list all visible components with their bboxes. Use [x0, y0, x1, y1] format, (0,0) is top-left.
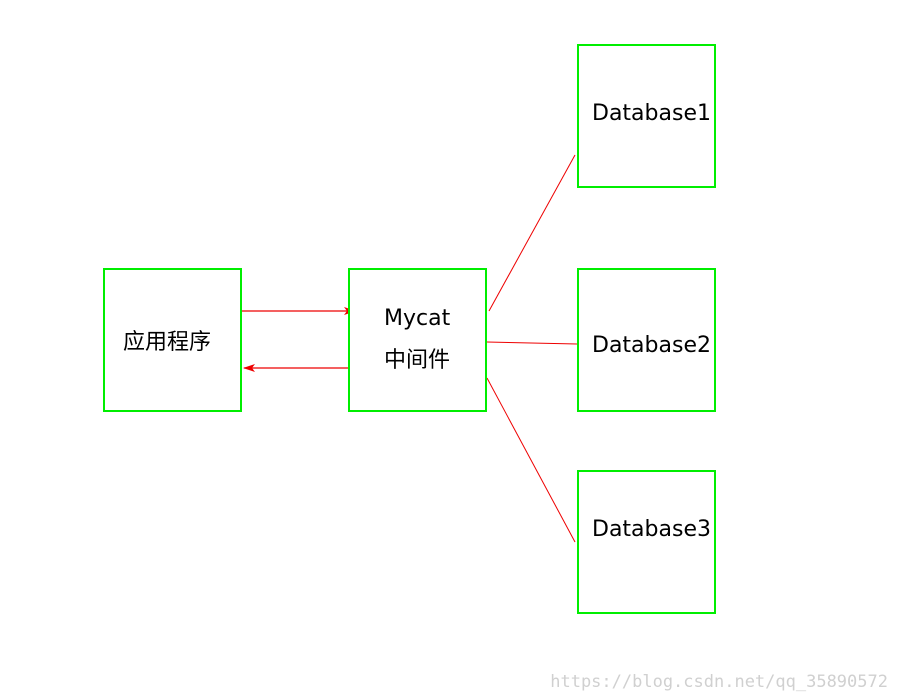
database1-node: Database1	[577, 44, 716, 188]
database2-node: Database2	[577, 268, 716, 412]
mycat-node-title: Mycat	[384, 306, 451, 331]
link-mycat-db3	[486, 377, 576, 543]
mycat-node: Mycat 中间件	[348, 268, 487, 412]
watermark-text: https://blog.csdn.net/qq_35890572	[550, 672, 888, 692]
link-mycat-db2	[486, 341, 578, 345]
database1-label: Database1	[592, 101, 711, 126]
database2-label: Database2	[592, 333, 711, 358]
database3-label: Database3	[592, 517, 711, 542]
mycat-node-subtitle: 中间件	[384, 348, 451, 373]
app-node: 应用程序	[103, 268, 242, 412]
link-mycat-db1	[488, 154, 576, 312]
app-node-label: 应用程序	[123, 330, 212, 355]
database3-node: Database3	[577, 470, 716, 614]
